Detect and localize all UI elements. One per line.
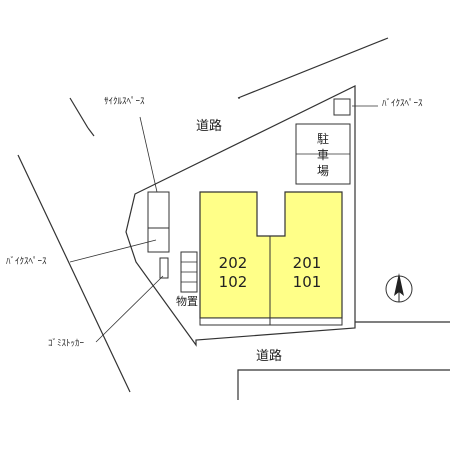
site-boundary [125,85,356,347]
road-edge-bottom [237,369,450,400]
unit-label-201: 201 [292,254,322,272]
unit-label-102: 102 [218,273,248,291]
parking-char: 駐 [316,132,329,146]
bike-space-right-label: ﾊﾞｲｸｽﾍﾟｰｽ [382,99,423,109]
balcony-strip [199,317,343,326]
road-label-bottom: 道路 [256,349,283,364]
bike-space-box-left [147,227,170,253]
road-edge-top-left-2 [87,127,95,137]
unit-label-101: 101 [292,273,322,291]
road-edge-left-outer [17,154,131,393]
garbage-stocker-label: ｺﾞﾐｽﾄｯｶｰ [48,339,85,349]
parking-char: 場 [316,164,329,178]
garbage-stocker-box [159,257,169,279]
road-label-top: 道路 [196,119,223,134]
leader-bike-space-left [69,239,157,263]
leader-garbage-stocker [95,275,164,343]
parking-label: 駐 車 場 [316,131,330,179]
unit-label-202: 202 [218,254,248,272]
parking-char: 車 [316,148,329,162]
road-edge-top-right [237,37,389,99]
bike-space-left-label: ﾊﾞｲｸｽﾍﾟｰｽ [6,257,47,267]
road-edge-top-left [69,97,89,129]
bike-space-box-right [333,98,351,116]
leader-cycle-space [139,116,158,193]
cycle-space-box [147,191,170,229]
cycle-space-label: ｻｲｸﾙｽﾍﾟｰｽ [104,97,145,107]
north-arrow-icon [385,273,413,303]
storage-label: 物置 [176,295,198,308]
